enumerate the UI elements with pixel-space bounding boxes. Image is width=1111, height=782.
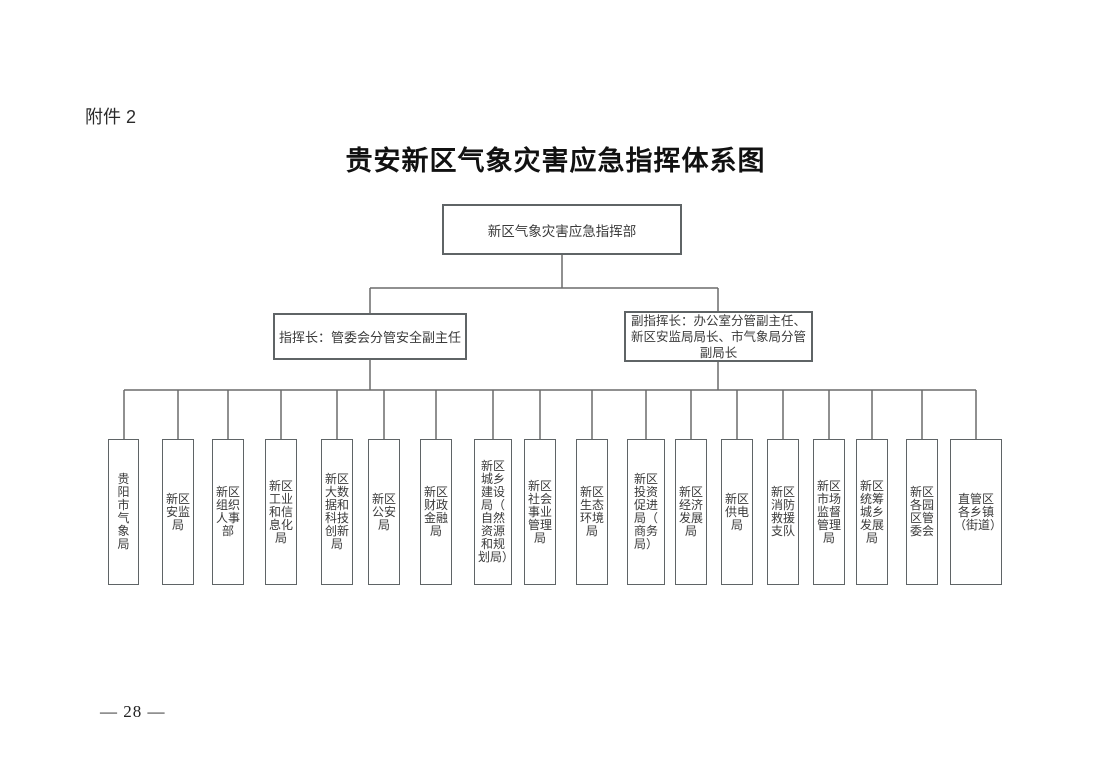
dept-box: 新区公安局 [368,439,400,585]
dept-box: 新区财政金融局 [420,439,452,585]
dept-box: 贵阳市气象局 [108,439,139,585]
root-command-box: 新区气象灾害应急指挥部 [442,204,682,255]
dept-box: 新区统筹城乡发展局 [856,439,888,585]
dept-box: 新区生态环境局 [576,439,608,585]
dept-box: 新区城乡建设局（自然资源和规划局） [474,439,514,585]
dept-box: 新区经济发展局 [675,439,707,585]
dept-box: 新区安监局 [162,439,194,585]
dept-box: 新区社会事业管理局 [524,439,556,585]
dept-box: 新区工业和信息化局 [265,439,297,585]
dept-box: 新区供电局 [721,439,753,585]
dept-box: 新区消防救援支队 [767,439,799,585]
dept-box: 直管区各乡镇（街道） [950,439,1002,585]
dept-box: 新区大数据和科技创新局 [321,439,353,585]
dept-box: 新区各园区管委会 [906,439,938,585]
attachment-label: 附件 2 [85,107,137,127]
dept-box: 新区投资促进局（商务局） [627,439,665,585]
dept-box: 新区市场监督管理局 [813,439,845,585]
deputy-commander-box: 副指挥长：办公室分管副主任、新区安监局局长、市气象局分管副局长 [624,311,813,362]
diagram-title: 贵安新区气象灾害应急指挥体系图 [345,146,766,176]
page-number: — 28 — [100,702,166,721]
commander-box: 指挥长：管委会分管安全副主任 [273,313,467,360]
dept-box: 新区组织人事部 [212,439,244,585]
